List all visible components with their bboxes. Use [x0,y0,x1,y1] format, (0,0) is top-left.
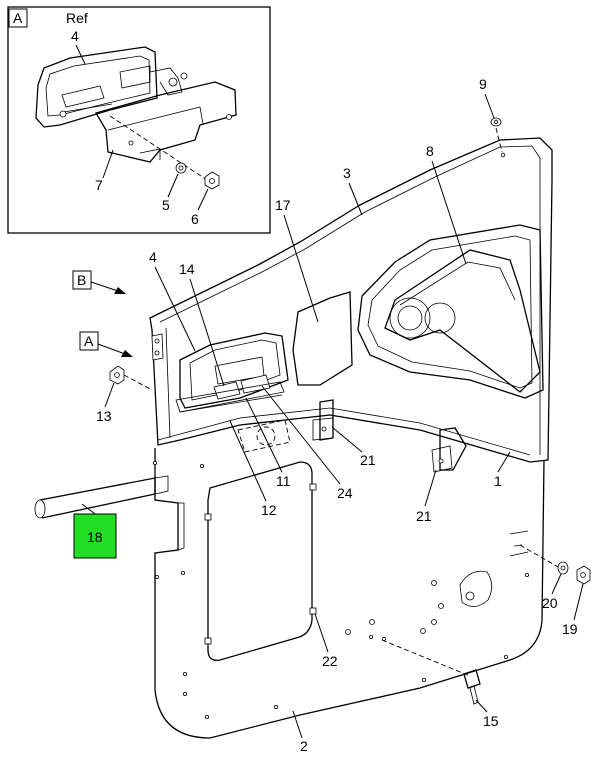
svg-text:19: 19 [562,621,578,637]
inset-letter-box [8,8,28,28]
detail-inset-a: A Ref 4 7 5 6 [7,6,271,234]
map-pocket [292,291,353,386]
callout-21-right: 21 [416,469,437,524]
svg-text:1: 1 [494,473,502,489]
view-arrow-b: B [72,270,126,294]
callout-15: 15 [475,699,499,729]
callout-19: 19 [562,583,584,637]
rod [34,475,169,519]
inset-handle-housing [35,46,158,128]
inset-letter: A [13,10,23,26]
inset-ref-label: Ref [66,10,88,26]
svg-text:11: 11 [276,473,291,489]
svg-text:B: B [77,272,86,288]
nut-19 [576,565,591,585]
svg-text:21: 21 [360,452,376,468]
svg-text:15: 15 [483,713,499,729]
svg-text:A: A [84,333,94,349]
inset-callout-6: 6 [191,211,199,227]
svg-text:20: 20 [542,595,558,611]
callout-9: 9 [479,76,495,119]
svg-text:13: 13 [96,408,112,424]
svg-text:12: 12 [261,502,277,518]
callout-13: 13 [96,382,115,424]
handle-recess [179,332,289,409]
bracket-left [312,399,334,441]
bolt-15 [463,669,481,705]
svg-text:2: 2 [300,738,308,754]
callout-22: 22 [314,613,338,669]
inset-callout-7: 7 [95,177,103,193]
lower-door-panel [152,448,561,739]
svg-text:24: 24 [337,485,353,501]
upper-trim-panel [149,137,553,463]
callout-24: 24 [261,385,353,501]
svg-text:8: 8 [426,143,434,159]
callout-2: 2 [292,710,308,754]
svg-text:14: 14 [179,261,195,277]
bracket-right [431,427,467,473]
switch-left [213,381,241,400]
fastener-9 [490,117,503,153]
callout-8: 8 [426,143,467,265]
inset-frame [7,6,271,234]
view-arrow-a: A [79,331,133,357]
svg-text:17: 17 [275,197,291,213]
washer-20 [557,561,569,575]
window-opening [357,224,544,399]
svg-text:22: 22 [322,653,338,669]
switch-right [240,374,271,394]
svg-text:9: 9 [479,76,487,92]
callout-12: 12 [229,420,277,518]
svg-text:21: 21 [416,508,432,524]
callout-1: 1 [494,451,511,489]
inset-callout-4: 4 [71,28,79,44]
callout-18: 18 [87,529,103,545]
callout-4: 4 [149,249,196,352]
callout-3: 3 [343,165,363,216]
inset-bracket [95,81,237,163]
svg-text:4: 4 [149,249,157,265]
inset-callout-5: 5 [162,197,170,213]
callout-11: 11 [245,397,291,489]
callout-17: 17 [275,197,319,323]
fastener-13 [109,365,153,391]
callout-14: 14 [179,261,225,387]
callout-21-left: 21 [331,426,376,468]
callout-20: 20 [542,573,562,611]
svg-text:3: 3 [343,165,351,181]
access-opening [207,461,313,661]
